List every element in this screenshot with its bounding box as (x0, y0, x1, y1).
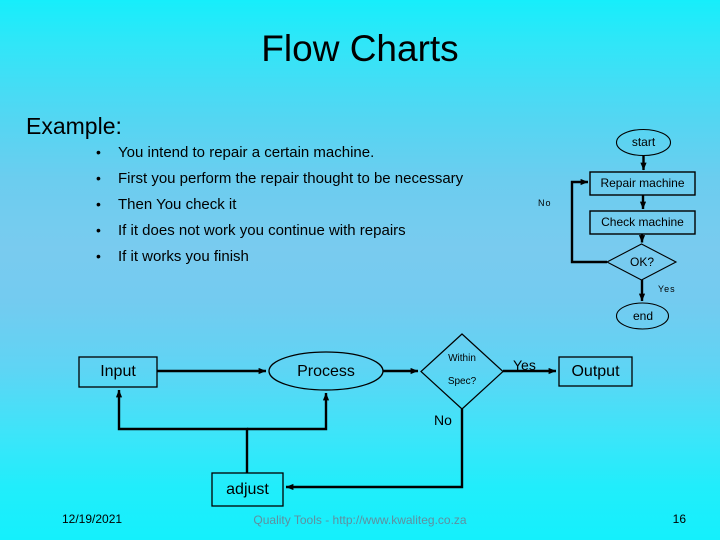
list-item: • You intend to repair a certain machine… (96, 144, 556, 170)
node-label-repair-machine: Repair machine (600, 176, 685, 190)
edge-ok-no-loop-to-repair (570, 178, 607, 264)
node-label-adjust: adjust (226, 481, 269, 498)
bullet-list: • You intend to repair a certain machine… (96, 144, 556, 274)
footer-page-number: 16 (672, 512, 686, 526)
edge-label-spec-no: No (434, 412, 452, 428)
bullet-dot-icon: • (96, 196, 101, 212)
node-label-process: Process (297, 363, 355, 380)
shape-start-ellipse (615, 128, 672, 157)
footer-date: 12/19/2021 (62, 512, 123, 526)
list-item-label: First you perform the repair thought to … (118, 170, 464, 187)
edge-spec-no-to-adjust (285, 409, 464, 491)
shape-output-box (558, 356, 633, 387)
shape-input-box (78, 356, 158, 388)
node-label-input: Input (100, 363, 136, 380)
edge-adjust-to-input (115, 389, 249, 473)
bullet-dot-icon: • (96, 222, 101, 238)
node-label-check-machine: Check machine (601, 215, 684, 229)
edge-label-repair-yes: Yes (658, 284, 676, 294)
list-item-label: Then You check it (118, 196, 237, 213)
bullet-dot-icon: • (96, 248, 101, 264)
list-item: • Then You check it (96, 196, 556, 222)
edge-label-spec-yes: Yes (513, 357, 536, 373)
example-label: Example: (26, 113, 122, 139)
shape-end-ellipse (615, 302, 670, 330)
node-label-output: Output (571, 363, 620, 380)
footer-source-text: Quality Tools - http://www.kwaliteg.co.z… (253, 513, 467, 527)
list-item-label: If it works you finish (118, 248, 249, 265)
list-item: • If it does not work you continue with … (96, 222, 556, 248)
shape-ok-diamond (605, 243, 678, 281)
shape-check-machine-box (589, 210, 696, 235)
bullet-dot-icon: • (96, 144, 101, 160)
edge-adjust-to-process (247, 392, 330, 431)
node-label-within-spec-line1: Within (448, 353, 476, 364)
shape-process-ellipse (268, 351, 384, 391)
list-item-label: You intend to repair a certain machine. (118, 144, 375, 161)
shape-within-spec-diamond (420, 333, 504, 410)
node-label-ok-decision: OK? (629, 255, 654, 269)
shape-repair-machine-box (589, 171, 696, 196)
page-title: Flow Charts (261, 28, 459, 69)
list-item: • If it works you finish (96, 248, 556, 274)
node-label-start: start (631, 135, 656, 149)
list-item-label: If it does not work you continue with re… (118, 222, 406, 239)
list-item: • First you perform the repair thought t… (96, 170, 556, 196)
node-label-within-spec-line2: Spec? (447, 376, 477, 387)
shape-adjust-box (211, 472, 284, 507)
node-label-end: end (632, 309, 654, 323)
bullet-dot-icon: • (96, 170, 101, 186)
